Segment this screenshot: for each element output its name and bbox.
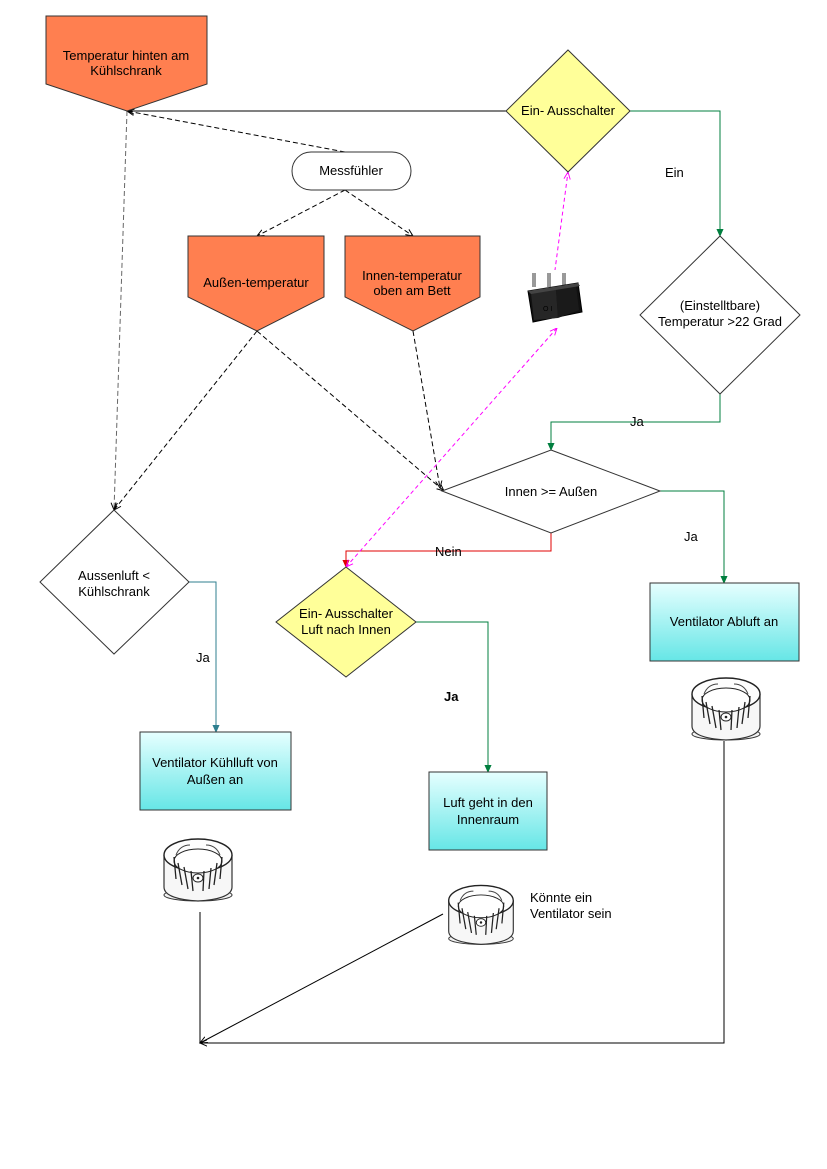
node-main-switch-label: Ein- Ausschalter bbox=[521, 103, 616, 118]
node-outside-vs-fridge-line2: Kühlschrank bbox=[78, 584, 150, 599]
connectors bbox=[114, 111, 724, 1043]
node-inside-temperature-line1: Innen-temperatur bbox=[362, 268, 462, 283]
node-switch-inside-air: Ein- Ausschalter Luft nach Innen bbox=[275, 566, 417, 678]
edge-sensor-to-inside-temp bbox=[344, 189, 413, 236]
edge-label-ja-cooling: Ja bbox=[196, 650, 211, 665]
node-main-switch: Ein- Ausschalter bbox=[505, 49, 631, 173]
node-cooling-fan-on-line2: Außen an bbox=[187, 772, 243, 787]
fan-icon-cooling bbox=[163, 838, 233, 902]
edge-outside-vs-fridge-to-cooling-fan bbox=[189, 581, 216, 732]
edge-label-ja-inside-air: Ja bbox=[444, 689, 459, 704]
node-air-inside: Luft geht in den Innenraum bbox=[428, 771, 548, 851]
node-outside-temperature: Außen-temperatur bbox=[187, 235, 325, 332]
edge-switch-inside-air-to-air-inside bbox=[416, 621, 488, 772]
edge-note-fan-to-collector bbox=[200, 913, 444, 1043]
fan-icon-exhaust bbox=[691, 677, 761, 741]
node-outside-temperature-label: Außen-temperatur bbox=[203, 275, 309, 290]
node-inside-vs-outside-label: Innen >= Außen bbox=[505, 484, 598, 499]
edge-outside-temp-to-compare bbox=[256, 330, 444, 491]
node-cooling-fan-on: Ventilator Kühlluft von Außen an bbox=[139, 731, 292, 811]
edge-switch-to-temp-check bbox=[630, 110, 720, 236]
node-temperature-check-line1: (Einstelltbare) bbox=[680, 298, 760, 313]
node-inside-temperature: Innen-temperatur oben am Bett bbox=[344, 235, 481, 332]
node-air-inside-line1: Luft geht in den bbox=[443, 795, 533, 810]
edge-outside-temp-to-outside-vs-fridge bbox=[114, 330, 258, 510]
node-fridge-temperature-line1: Temperatur hinten am bbox=[63, 48, 189, 63]
edge-rocker-to-main-switch bbox=[552, 172, 568, 286]
node-temperature-check: (Einstelltbare) Temperatur >22 Grad bbox=[639, 235, 801, 395]
node-outside-vs-fridge: Aussenluft < Kühlschrank bbox=[39, 509, 190, 655]
node-cooling-fan-on-line1: Ventilator Kühlluft von bbox=[152, 755, 278, 770]
edge-label-ja-temp: Ja bbox=[630, 414, 645, 429]
edge-compare-to-exhaust-fan bbox=[660, 490, 724, 583]
node-fridge-temperature-line2: Kühlschrank bbox=[90, 63, 162, 78]
fan-note-line2: Ventilator sein bbox=[530, 906, 612, 921]
node-inside-temperature-line2: oben am Bett bbox=[373, 283, 451, 298]
edge-sensor-to-fridge-temp bbox=[127, 111, 346, 153]
node-temperature-check-line2: Temperatur >22 Grad bbox=[658, 314, 782, 329]
fan-icon-note bbox=[448, 884, 514, 946]
node-sensor: Messfühler bbox=[291, 151, 412, 191]
svg-text:O I: O I bbox=[543, 306, 552, 313]
node-outside-vs-fridge-line1: Aussenluft < bbox=[78, 568, 150, 583]
node-inside-vs-outside: Innen >= Außen bbox=[440, 449, 662, 534]
node-switch-inside-air-line1: Ein- Ausschalter bbox=[299, 606, 394, 621]
edge-exhaust-fan-to-collector bbox=[200, 741, 725, 1043]
edge-label-nein: Nein bbox=[435, 544, 462, 559]
node-air-inside-line2: Innenraum bbox=[457, 812, 519, 827]
edge-fridge-temp-to-outside-vs-fridge bbox=[114, 110, 128, 510]
edge-sensor-to-outside-temp bbox=[257, 189, 346, 236]
node-exhaust-fan-on-label: Ventilator Abluft an bbox=[670, 614, 778, 629]
node-sensor-label: Messfühler bbox=[319, 163, 383, 178]
edge-rocker-to-switch-inside-air bbox=[346, 328, 557, 567]
fan-note-line1: Könnte ein bbox=[530, 890, 592, 905]
edge-label-ja-exhaust: Ja bbox=[684, 529, 699, 544]
node-fridge-temperature: Temperatur hinten am Kühlschrank bbox=[45, 15, 208, 112]
node-switch-inside-air-line2: Luft nach Innen bbox=[301, 622, 391, 637]
edge-label-ein: Ein bbox=[665, 165, 684, 180]
node-exhaust-fan-on: Ventilator Abluft an bbox=[649, 582, 800, 662]
rocker-switch-icon: O I bbox=[521, 270, 588, 328]
